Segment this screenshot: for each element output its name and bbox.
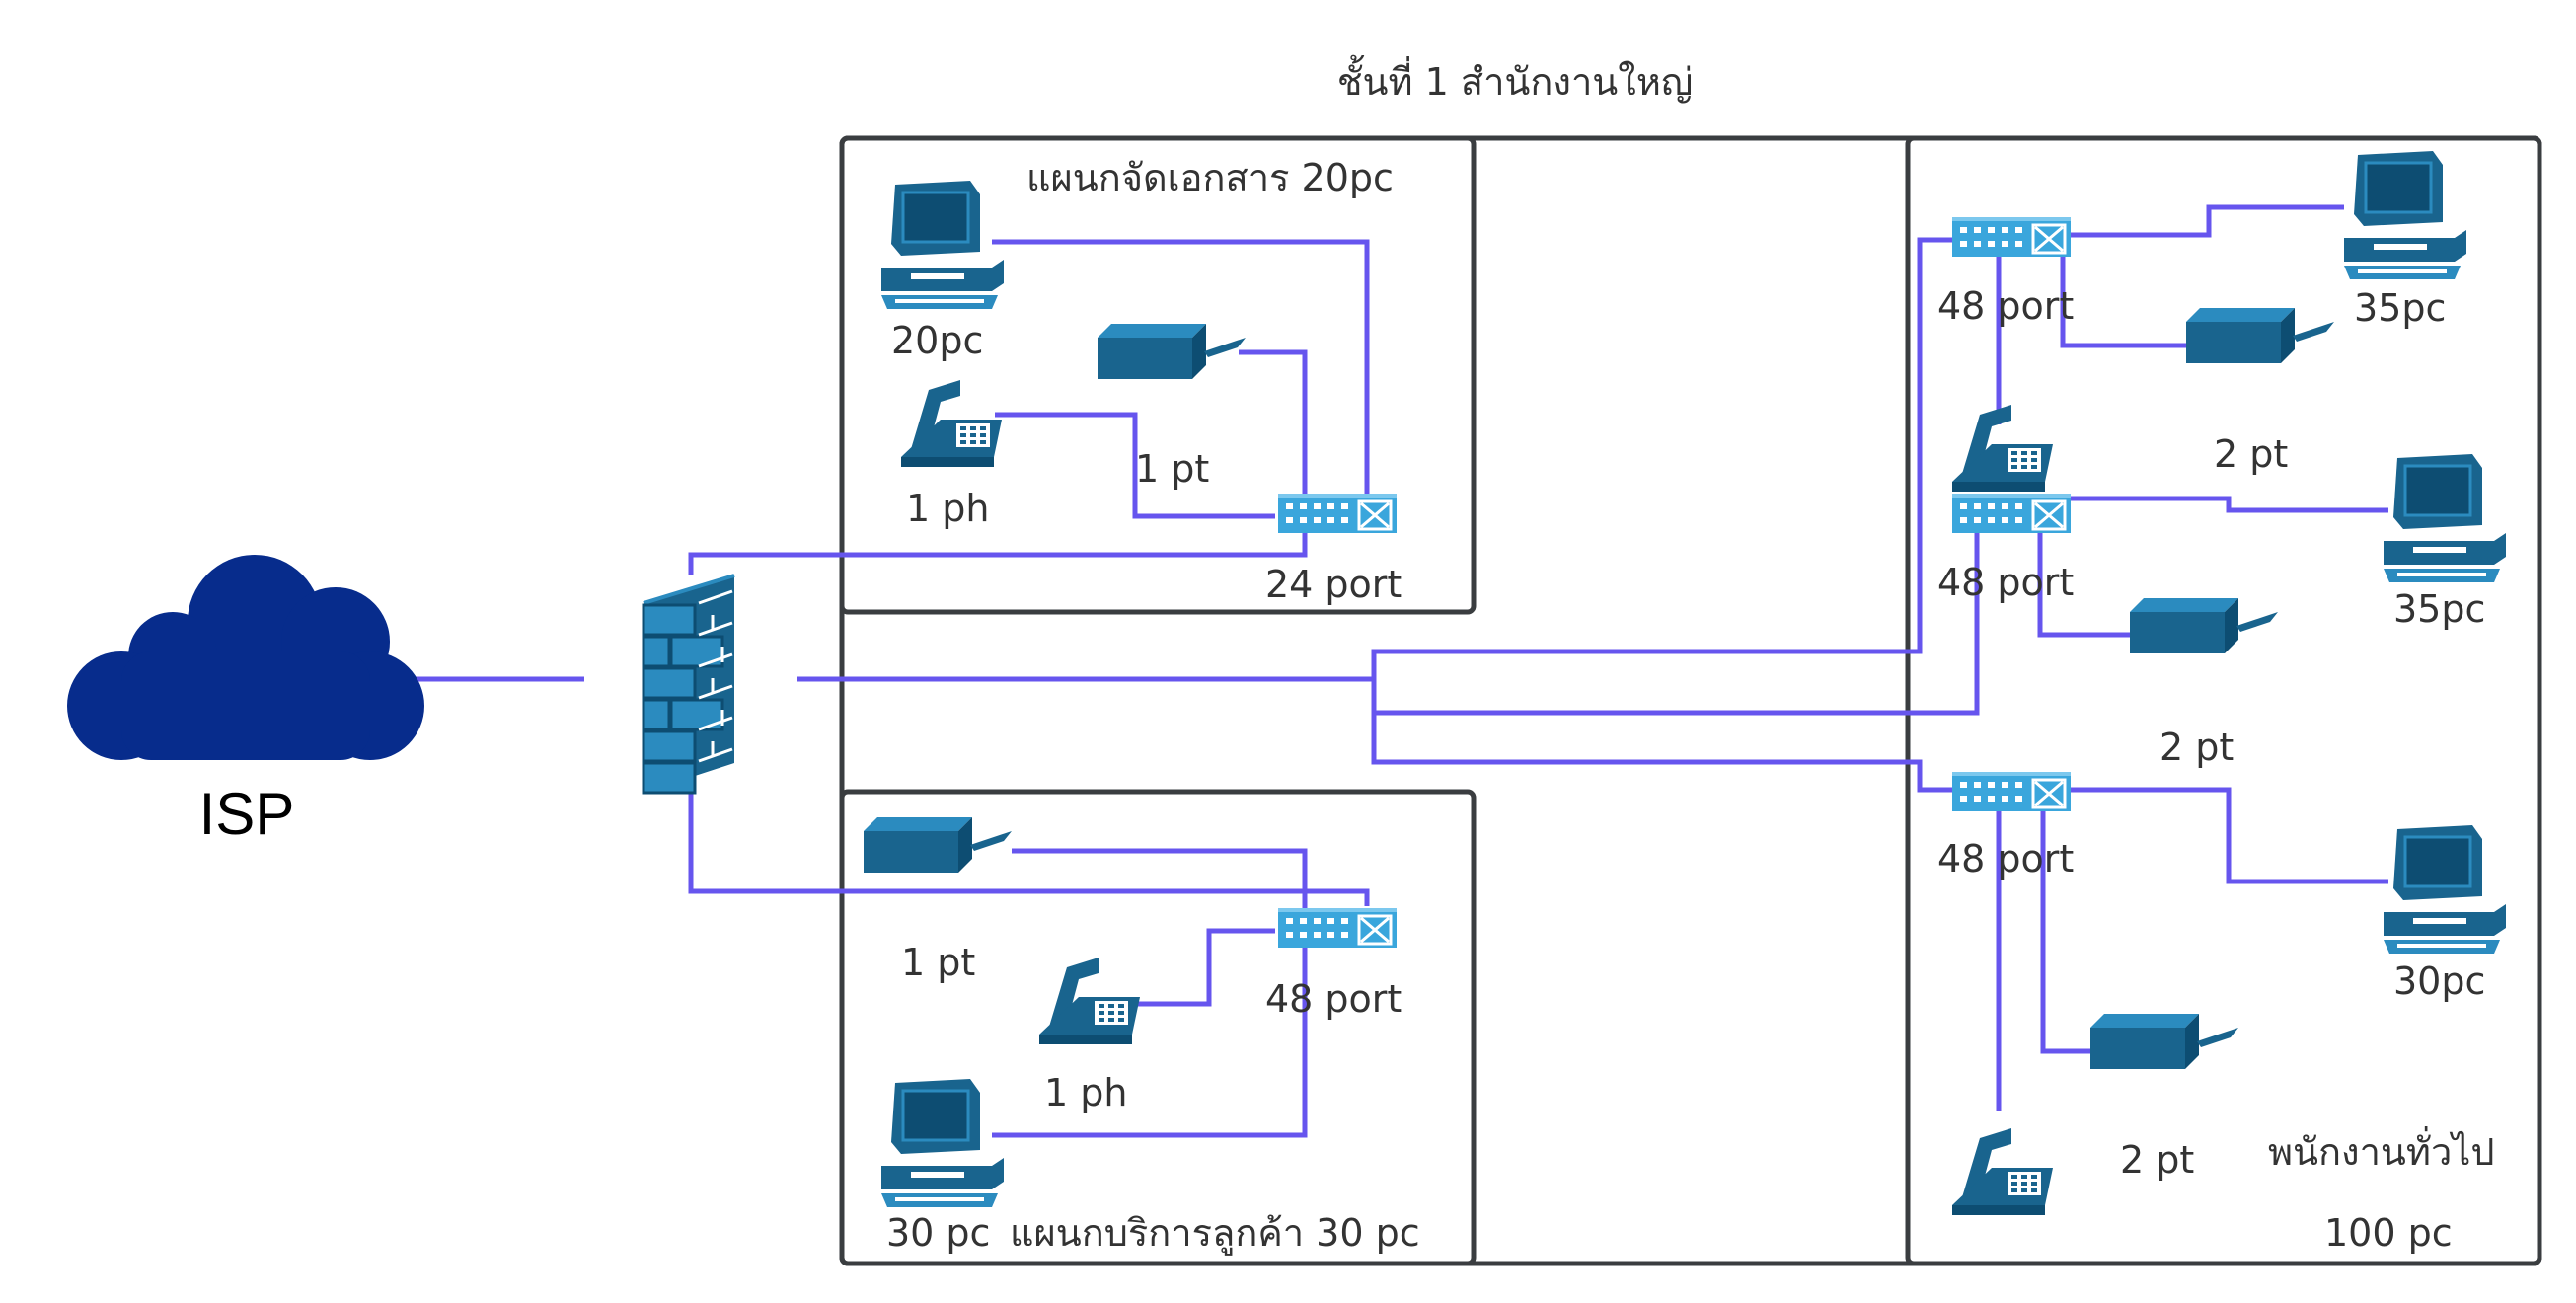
general-staff-count: 100 pc — [2324, 1211, 2453, 1255]
doc-switch-label: 24 port — [1265, 563, 1402, 606]
general-pc-3-icon — [2382, 823, 2508, 956]
general-printer-1-label: 2 pt — [2214, 432, 2288, 476]
general-printer-2-label: 2 pt — [2159, 726, 2234, 769]
general-switch-1-icon — [1950, 215, 2073, 259]
general-printer-2-icon — [2130, 598, 2278, 653]
service-switch-icon — [1276, 906, 1399, 950]
doc-switch-icon — [1276, 492, 1399, 535]
general-pc-2-icon — [2382, 452, 2508, 584]
doc-phone-icon — [901, 380, 1002, 467]
general-staff-title: พนักงานทั่วไป — [2268, 1126, 2495, 1174]
service-phone-label: 1 ph — [1044, 1071, 1127, 1114]
service-switch-label: 48 port — [1265, 977, 1402, 1021]
service-printer-label: 1 pt — [901, 941, 975, 984]
floor-title: ชั้นที่ 1 สำนักงานใหญ่ — [1337, 54, 1694, 104]
connection-wires — [413, 204, 2388, 1138]
general-switch-2-icon — [1950, 492, 2073, 535]
general-phone-1-icon — [1952, 405, 2053, 492]
isp-label: ISP — [199, 781, 295, 847]
general-switch-2-label: 48 port — [1937, 561, 2074, 604]
doc-dept-title: แผนกจัดเอกสาร 20pc — [1026, 156, 1394, 199]
general-pc-3-label: 30pc — [2393, 959, 2485, 1003]
service-phone-icon — [1039, 958, 1140, 1044]
general-pc-1-icon — [2342, 149, 2468, 281]
doc-phone-label: 1 ph — [906, 487, 989, 530]
general-printer-3-label: 2 pt — [2120, 1138, 2194, 1182]
general-printer-3-icon — [2090, 1014, 2238, 1069]
firewall-icon — [642, 574, 735, 795]
general-switch-1-label: 48 port — [1937, 284, 2074, 328]
doc-printer-icon — [1098, 324, 1246, 379]
general-phone-3-icon — [1952, 1128, 2053, 1215]
general-pc-1-label: 35pc — [2354, 286, 2446, 330]
general-switch-3-label: 48 port — [1937, 837, 2074, 881]
floor-box — [839, 135, 2542, 1266]
doc-pc-icon — [879, 179, 1006, 311]
general-pc-2-label: 35pc — [2393, 587, 2485, 631]
doc-pc-label: 20pc — [891, 319, 983, 362]
isp-cloud — [67, 555, 424, 760]
service-pc-icon — [879, 1077, 1006, 1209]
service-printer-icon — [864, 817, 1012, 873]
service-dept-title: แผนกบริการลูกค้า 30 pc — [1010, 1211, 1420, 1256]
general-printer-1-icon — [2186, 308, 2334, 363]
doc-printer-label: 1 pt — [1135, 447, 1209, 491]
service-pc-label: 30 pc — [886, 1211, 990, 1255]
general-switch-3-icon — [1950, 770, 2073, 813]
